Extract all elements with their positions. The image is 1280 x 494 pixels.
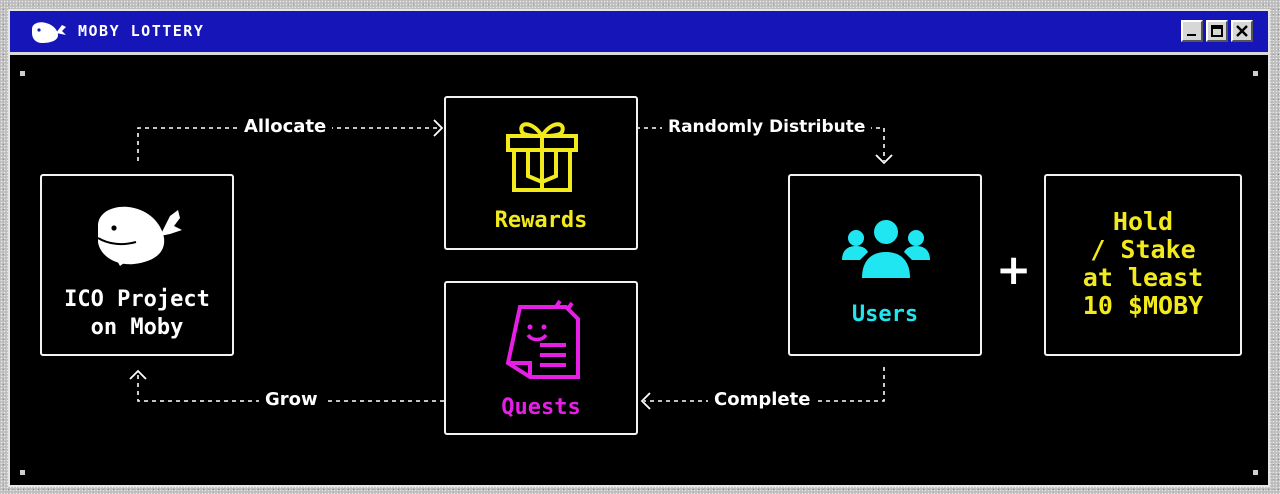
whale-icon [32,22,66,43]
close-icon [1236,25,1248,37]
quests-node[interactable]: Quests [444,281,638,435]
close-button[interactable] [1231,20,1253,42]
arrowhead [129,369,147,380]
hold-line2: / Stake [1090,235,1196,264]
lottery-window: MOBY LOTTERY [8,9,1270,487]
title-bar[interactable]: MOBY LOTTERY [10,11,1268,55]
grow-label: Grow [259,389,324,410]
grow-arrow [137,373,444,402]
distribute-label: Randomly Distribute [662,117,872,137]
plus-sign: + [996,245,1032,294]
rewards-node[interactable]: Rewards [444,96,638,250]
users-node[interactable]: Users [788,174,982,356]
ico-label-line2: on Moby [90,315,184,340]
arrowhead [640,392,651,410]
ico-label-line1: ICO Project [64,287,210,312]
rewards-label: Rewards [494,208,588,233]
hold-line3: at least [1082,263,1204,292]
diagram-area: Allocate Randomly Distribute Complete Gr… [10,55,1268,485]
hold-stake-node[interactable]: Hold / Stake at least 10 $MOBY [1044,174,1242,356]
maximize-icon [1211,25,1223,37]
corner-rivet [1253,71,1258,76]
window-title: MOBY LOTTERY [78,22,205,40]
gift-icon [506,122,578,192]
arrowhead [875,154,893,165]
notepad-icon [505,299,580,379]
corner-rivet [1253,470,1258,475]
corner-rivet [20,71,25,76]
complete-label: Complete [708,389,817,410]
users-icon [842,220,930,278]
minimize-icon [1187,34,1196,36]
quests-label: Quests [501,395,581,420]
allocate-arrow [137,127,440,161]
hold-line1: Hold [1112,207,1174,236]
minimize-button[interactable] [1181,20,1203,42]
maximize-button[interactable] [1206,20,1228,42]
arrowhead [433,119,444,137]
users-label: Users [851,302,919,327]
allocate-label: Allocate [238,116,333,137]
ico-project-node[interactable]: ICO Project on Moby [40,174,234,356]
corner-rivet [20,470,25,475]
hold-line4: 10 $MOBY [1082,291,1204,320]
whale-icon [97,206,182,266]
